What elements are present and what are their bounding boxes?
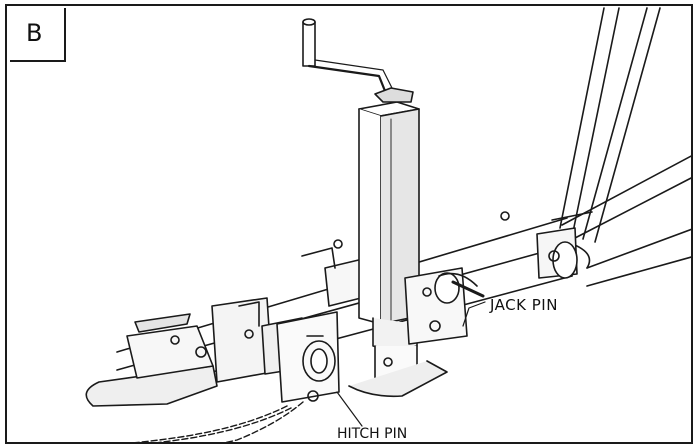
jack-pin-label: JACK PIN	[490, 296, 558, 314]
safety-chain	[134, 401, 304, 442]
jack-pin-leader-line	[462, 301, 486, 327]
diagram-frame: B JACK PIN HITCH PIN	[5, 4, 693, 444]
hitch-pin-leader-line	[336, 391, 363, 427]
jack-tube	[348, 101, 448, 398]
tow-ring-bracket	[536, 227, 578, 279]
panel-label-box: B	[10, 8, 66, 62]
a-frame-tube	[559, 7, 661, 243]
hitch-pin-bracket	[276, 311, 340, 403]
panel-letter: B	[26, 19, 43, 47]
coupler-assembly	[85, 297, 304, 407]
hitch-pin-label: HITCH PIN	[337, 426, 408, 442]
jack-crank-handle	[302, 18, 414, 103]
jack-pin	[434, 272, 485, 304]
a-frame-crossbar	[561, 155, 691, 287]
trailer-hitch-illustration	[85, 7, 691, 442]
